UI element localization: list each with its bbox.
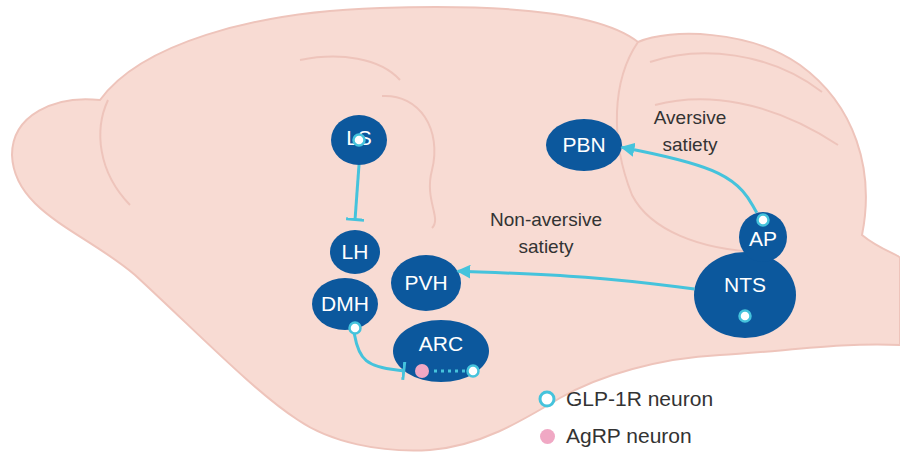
brain-region: LH [330,230,380,274]
glp1r-neuron [468,366,479,377]
region-label: LS [346,126,372,150]
legend-sample [540,392,554,406]
cerebellum-boundary [617,42,760,252]
cerebellum-fold [650,53,822,92]
region-label: LH [342,240,369,264]
glp1r-neuron [350,323,361,334]
region-label: NTS [724,273,766,297]
cerebellum-fold [655,99,838,145]
projection-connector [354,329,405,371]
brain-region: PVH [391,255,461,311]
pathway-label: Aversive satiety [635,104,745,158]
legend-swatch [540,429,555,444]
region-label: PVH [404,271,447,295]
region-label: PBN [562,133,605,157]
legend-label: GLP-1R neuron [566,386,713,412]
brain-region: NTS [694,252,796,338]
region-label: AP [749,227,777,251]
brain-region: PBN [546,119,622,171]
pathway-label: Non-aversive satiety [471,206,621,260]
olfactory-boundary [100,100,130,205]
glp1r-neuron [740,311,751,322]
projection-connector [458,271,695,289]
brain-region: AP [739,212,787,262]
projection-connector [355,165,359,220]
glp1r-neuron [758,215,769,226]
projection-connector [622,147,757,213]
brain-region: DMH [312,278,378,330]
region-label: ARC [419,332,463,356]
brain-region: ARC [393,320,489,382]
brain-outline [12,7,900,450]
dotted-projection [434,370,466,373]
brain-region: LS [331,115,387,165]
cortex-fold [300,57,400,80]
legend-label: AgRP neuron [566,423,692,449]
agrp-neuron [415,364,429,378]
region-label: DMH [321,292,369,316]
ventricle-outline [382,96,435,228]
glp1r-neuron [354,135,365,146]
